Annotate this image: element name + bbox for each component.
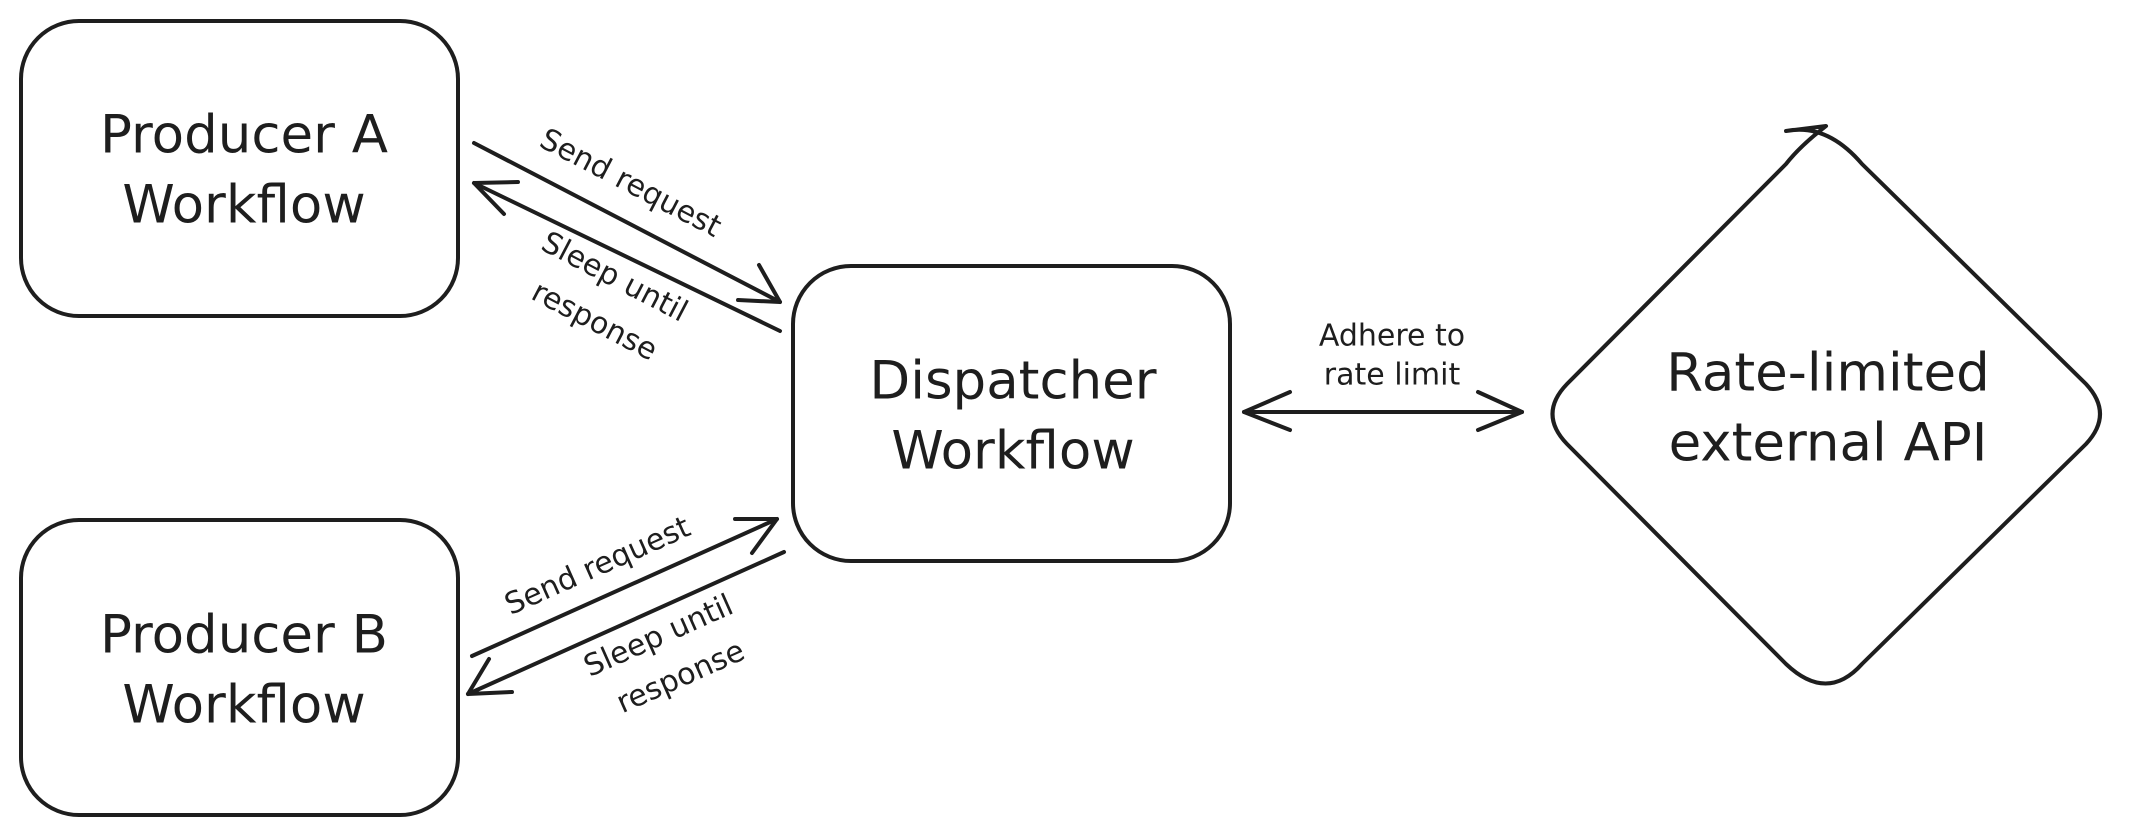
edge-a-sleep-until-response: Sleep until response	[472, 180, 782, 368]
producer-b-label-line1: Producer B	[100, 605, 388, 666]
producer-b-label-line2: Workflow	[122, 675, 365, 736]
producer-a-label-line2: Workflow	[122, 175, 365, 236]
edge-b-sleep-arrowhead	[466, 657, 514, 696]
edge-rate-label-line1: Adhere to	[1319, 319, 1465, 354]
edge-rate-arrowhead-right	[1476, 390, 1524, 432]
edge-b-send-arrowhead	[733, 517, 779, 555]
external-api-diamond	[1550, 124, 2102, 686]
producer-a-label-line1: Producer A	[100, 105, 388, 166]
dispatcher-node[interactable]: Dispatcher Workflow	[791, 264, 1232, 563]
external-api-node[interactable]: Rate-limited external API	[1550, 124, 2102, 686]
edge-rate-label-line2: rate limit	[1324, 358, 1461, 393]
dispatcher-label-line1: Dispatcher	[869, 351, 1156, 412]
edge-b-sleep-line	[466, 550, 786, 696]
edge-a-send-line	[472, 141, 782, 304]
edge-a-sleep-line	[472, 181, 782, 333]
edge-rate-limit: Adhere to rate limit	[1242, 319, 1524, 432]
producer-b-node[interactable]: Producer B Workflow	[19, 518, 460, 817]
edge-rate-arrowhead-left	[1242, 390, 1292, 432]
external-api-label-line2: external API	[1669, 413, 1988, 474]
producer-b-box	[19, 518, 460, 817]
edge-a-sleep-arrowhead	[472, 180, 520, 216]
dispatcher-box	[791, 264, 1232, 563]
dispatcher-label-line2: Workflow	[891, 421, 1134, 482]
producer-a-node[interactable]: Producer A Workflow	[19, 19, 460, 318]
external-api-label-line1: Rate-limited	[1666, 343, 1990, 404]
edge-a-send-arrowhead	[736, 263, 782, 304]
edge-b-send-line	[470, 517, 779, 658]
producer-a-box	[19, 19, 460, 318]
